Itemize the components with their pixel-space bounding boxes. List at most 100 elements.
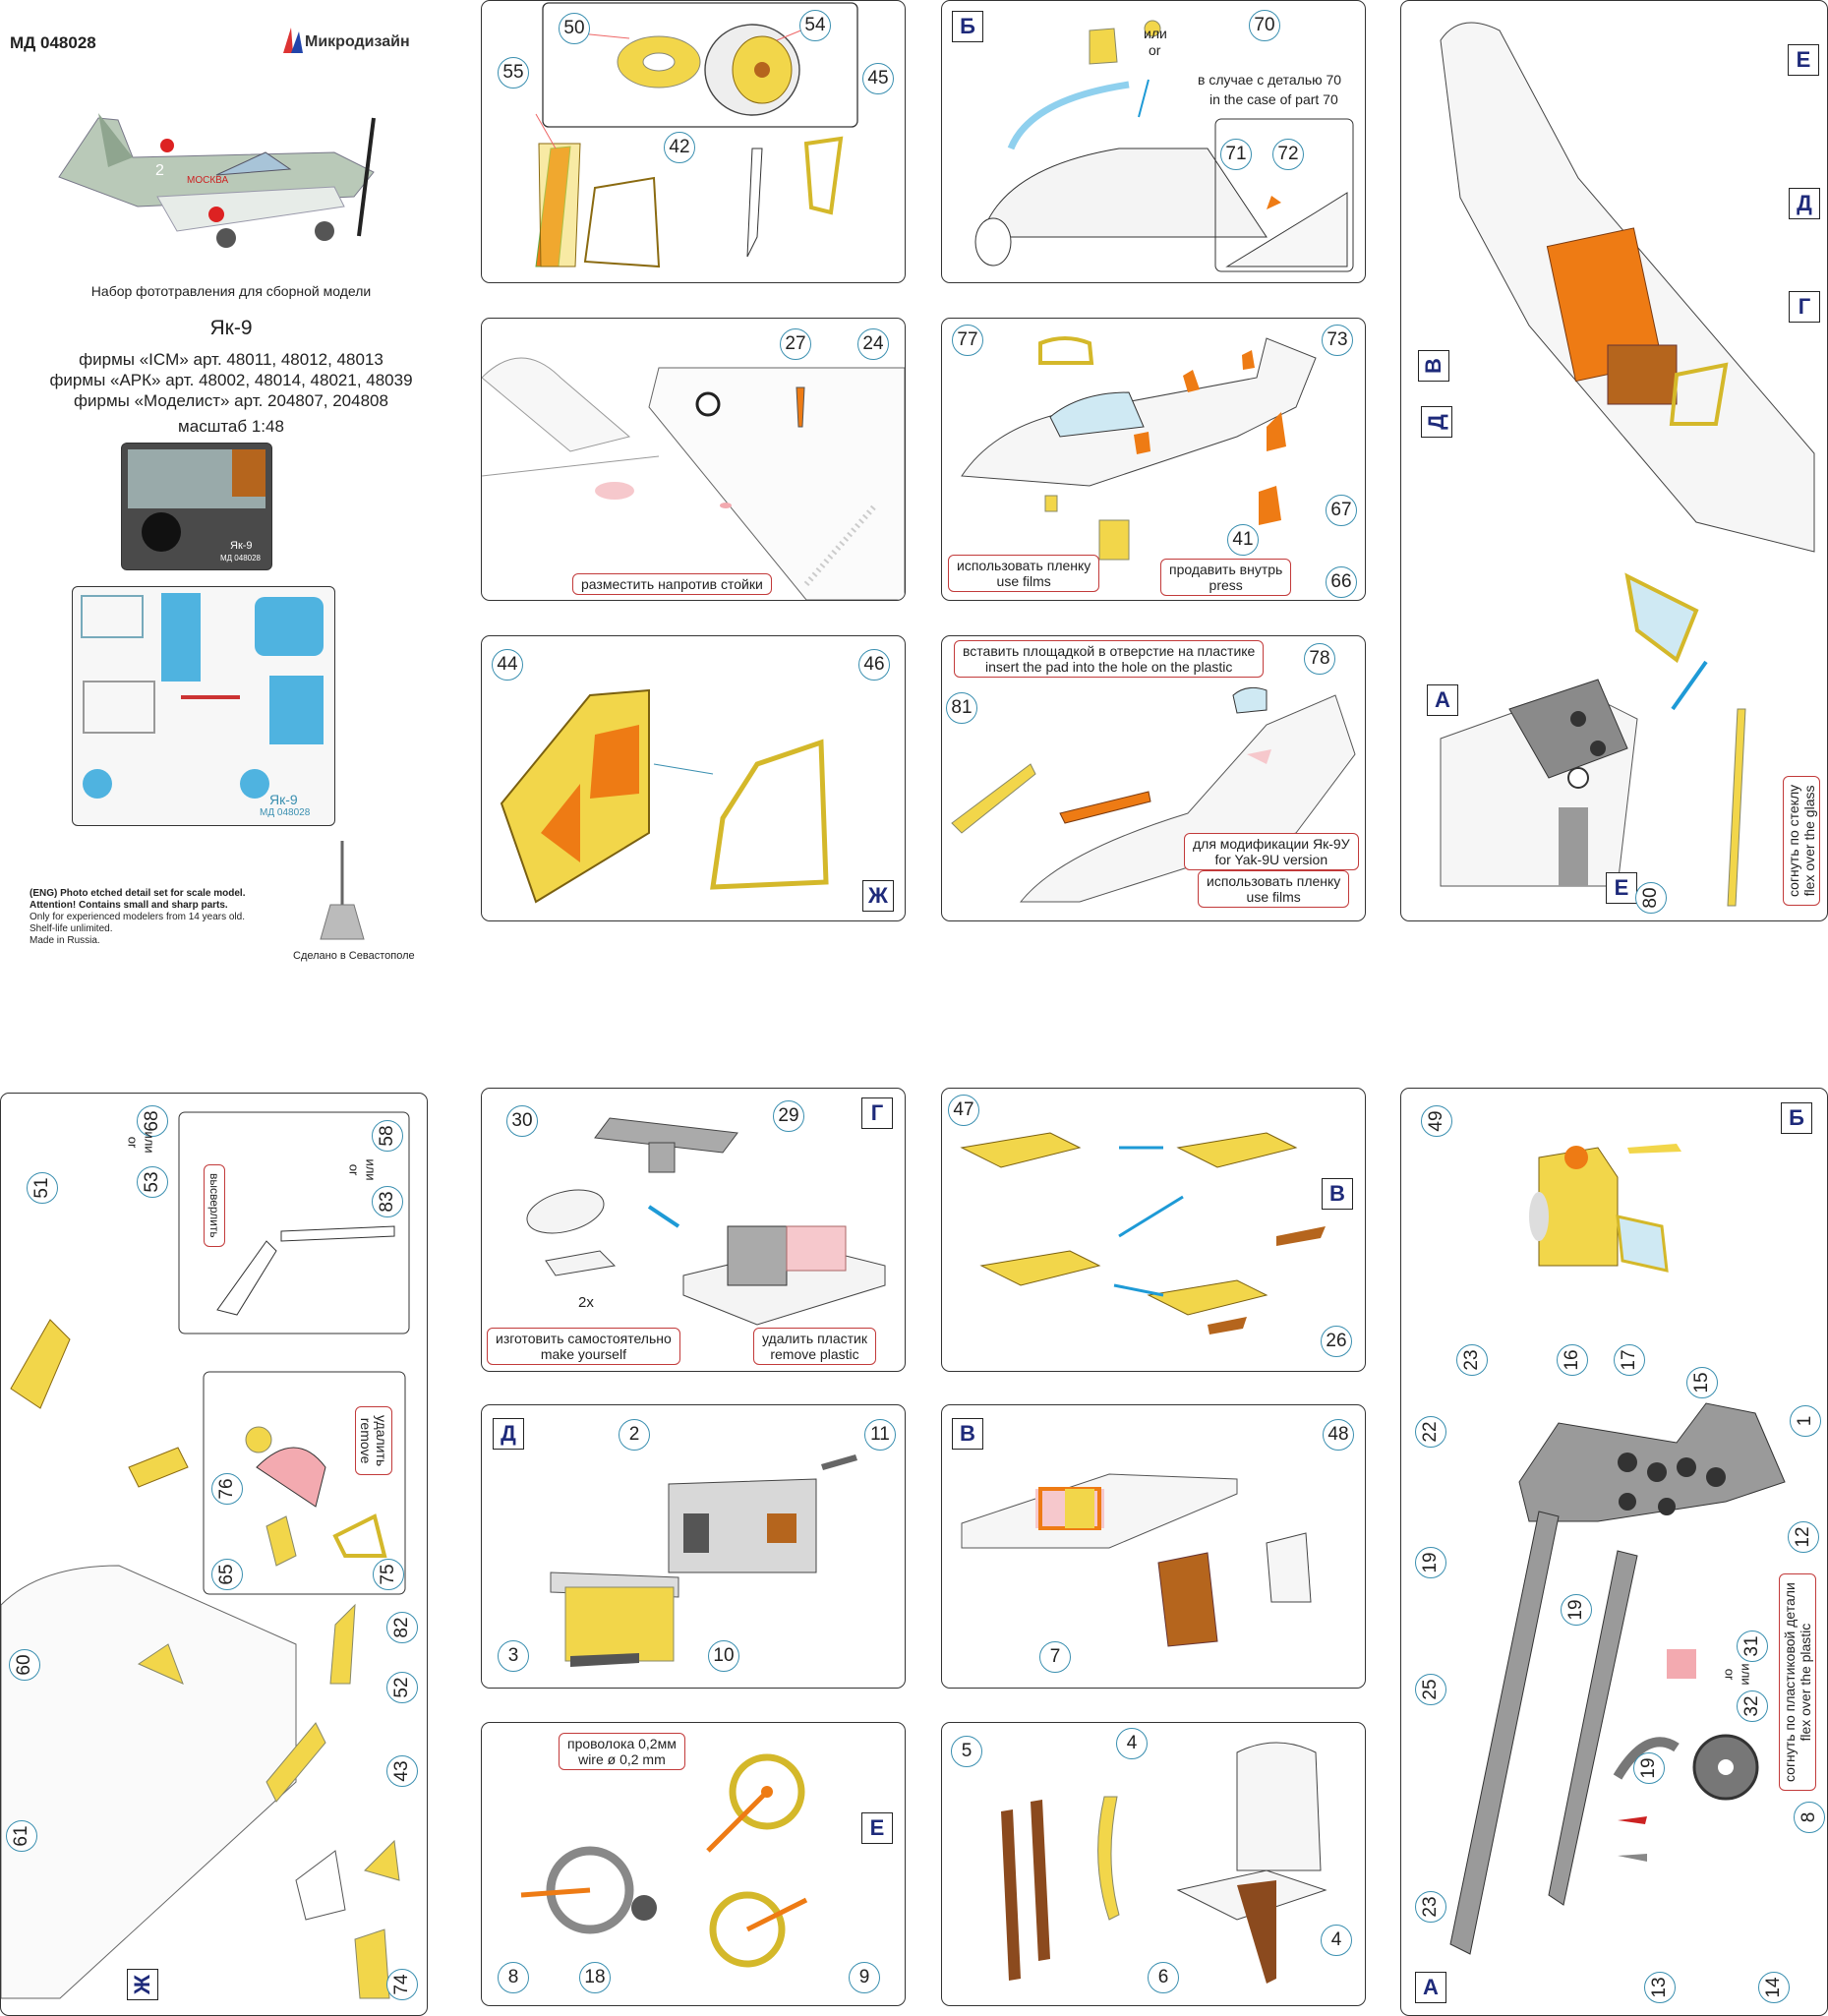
callout-51: 51: [27, 1172, 58, 1204]
callout-4-top: 4: [1116, 1728, 1148, 1759]
section-letter-g-2: Г: [861, 1097, 893, 1129]
callout-32: 32: [1737, 1690, 1768, 1722]
fret-large-label: Як-9: [269, 792, 298, 807]
callout-61: 61: [6, 1820, 37, 1852]
case-en: in the case of part 70: [1209, 91, 1338, 107]
callout-6: 6: [1148, 1962, 1179, 1993]
section-letter-d-1: Д: [1789, 188, 1820, 219]
panel-flap-zh: 44 46 Ж: [481, 635, 906, 921]
callout-23-bottom: 23: [1415, 1891, 1446, 1923]
callout-46: 46: [858, 649, 890, 681]
callout-8-b: 8: [498, 1962, 529, 1993]
callout-76: 76: [211, 1473, 243, 1505]
panel-wing: 27 24 разместить напротив стойки: [481, 318, 906, 601]
panel-wing-zh: 68 или or 53 51 58 или or 83 высверлить …: [0, 1093, 428, 2016]
callout-77: 77: [952, 325, 983, 356]
fret-small: Як-9 МД 048028: [121, 443, 272, 570]
callout-80: 80: [1635, 882, 1667, 914]
panel-wheels-drawing: [535, 2, 858, 268]
note-drill: высверлить: [204, 1164, 225, 1247]
or-en: or: [1149, 42, 1161, 58]
panel-floor-v: В 48 7: [941, 1404, 1366, 1689]
panel-wing-zh-drawing: [1, 1111, 410, 1999]
section-letter-e-1: Е: [1788, 44, 1819, 76]
plane-marking: МОСКВА: [187, 175, 228, 186]
panel-canopy-b-drawing: [974, 20, 1354, 272]
panel-yak9u: вставить площадкой в отверстие на пласти…: [941, 635, 1366, 921]
count-2x: 2x: [578, 1294, 594, 1311]
panel-yak9u-drawing: [951, 686, 1356, 903]
callout-47: 47: [948, 1095, 979, 1126]
panel-console-d: Д 2 11 3 10: [481, 1404, 906, 1689]
callout-73: 73: [1322, 325, 1353, 356]
made-in: Сделано в Севастополе: [293, 950, 415, 962]
callout-48: 48: [1323, 1419, 1354, 1451]
panel-canopy-b: Б или or 70 в случае с деталью 70 in the…: [941, 0, 1366, 283]
callout-43: 43: [386, 1755, 418, 1787]
panel-pedals-v: 47 В 26: [941, 1088, 1366, 1372]
panel-wing-drawing: [482, 357, 905, 600]
callout-7: 7: [1039, 1641, 1071, 1673]
callout-31: 31: [1737, 1631, 1768, 1662]
callout-16: 16: [1557, 1344, 1588, 1376]
panel-instrument-panel-drawing: [1449, 1144, 1786, 1955]
section-letter-v-3: В: [952, 1418, 983, 1450]
section-letter-b-2: Б: [1781, 1102, 1812, 1134]
or1-ru: или: [142, 1131, 157, 1154]
callout-3: 3: [498, 1640, 529, 1672]
callout-11: 11: [864, 1419, 896, 1451]
fret-large: Як-9 МД 048028: [72, 586, 335, 826]
note-insert-pad: вставить площадкой в отверстие на пласти…: [954, 640, 1265, 678]
callout-52: 52: [386, 1672, 418, 1703]
section-letter-a: А: [1427, 684, 1458, 716]
callout-82: 82: [386, 1612, 418, 1643]
callout-23-top: 23: [1456, 1344, 1488, 1376]
callout-1: 1: [1790, 1405, 1821, 1437]
compat-line-3: фирмы «Моделист» арт. 204807, 204808: [74, 391, 388, 410]
subtitle: Набор фототравления для сборной модели: [90, 283, 372, 299]
callout-45: 45: [862, 63, 894, 94]
callout-50: 50: [559, 13, 590, 44]
callout-44: 44: [492, 649, 523, 681]
section-letter-e-2: Е: [1606, 872, 1637, 904]
product-code: МД 048028: [10, 33, 96, 52]
callout-41: 41: [1227, 524, 1259, 556]
section-letter-a-2: А: [1415, 1972, 1446, 2003]
section-letter-zh: Ж: [862, 880, 894, 912]
callout-72: 72: [1272, 139, 1304, 170]
panel-control-wheels-e-drawing: [520, 1753, 808, 1968]
compat-line-1: фирмы «ICM» арт. 48011, 48012, 48013: [79, 350, 383, 369]
panel-wheels: 50 54 55 42 45: [481, 0, 906, 283]
fret-large-code: МД 048028: [260, 807, 311, 818]
panel-seat-belts-drawing: [1001, 1742, 1327, 1984]
plane-illustration: МОСКВА 2: [58, 113, 376, 248]
callout-9: 9: [849, 1962, 880, 1993]
callout-27: 27: [780, 328, 811, 360]
callout-2: 2: [619, 1419, 650, 1451]
callout-19-a: 19: [1415, 1547, 1446, 1578]
callout-8: 8: [1794, 1802, 1825, 1833]
callout-14: 14: [1758, 1972, 1790, 2003]
or2-en: or: [346, 1163, 362, 1176]
case-ru: в случае с деталью 70: [1198, 72, 1342, 88]
callout-12: 12: [1788, 1521, 1819, 1553]
callout-70: 70: [1249, 10, 1280, 41]
callout-42: 42: [664, 132, 695, 163]
monument-icon: [320, 841, 365, 940]
callout-78: 78: [1304, 643, 1335, 675]
or3-ru: или: [1739, 1663, 1754, 1686]
callout-49: 49: [1421, 1105, 1452, 1137]
callout-19-c: 19: [1633, 1752, 1665, 1784]
cover-panel: МД 048028 Микродизайн МОСКВА 2 Набор фот…: [0, 0, 462, 974]
section-letter-d-3: Д: [493, 1418, 524, 1450]
callout-55: 55: [498, 57, 529, 89]
callout-10: 10: [708, 1640, 739, 1672]
